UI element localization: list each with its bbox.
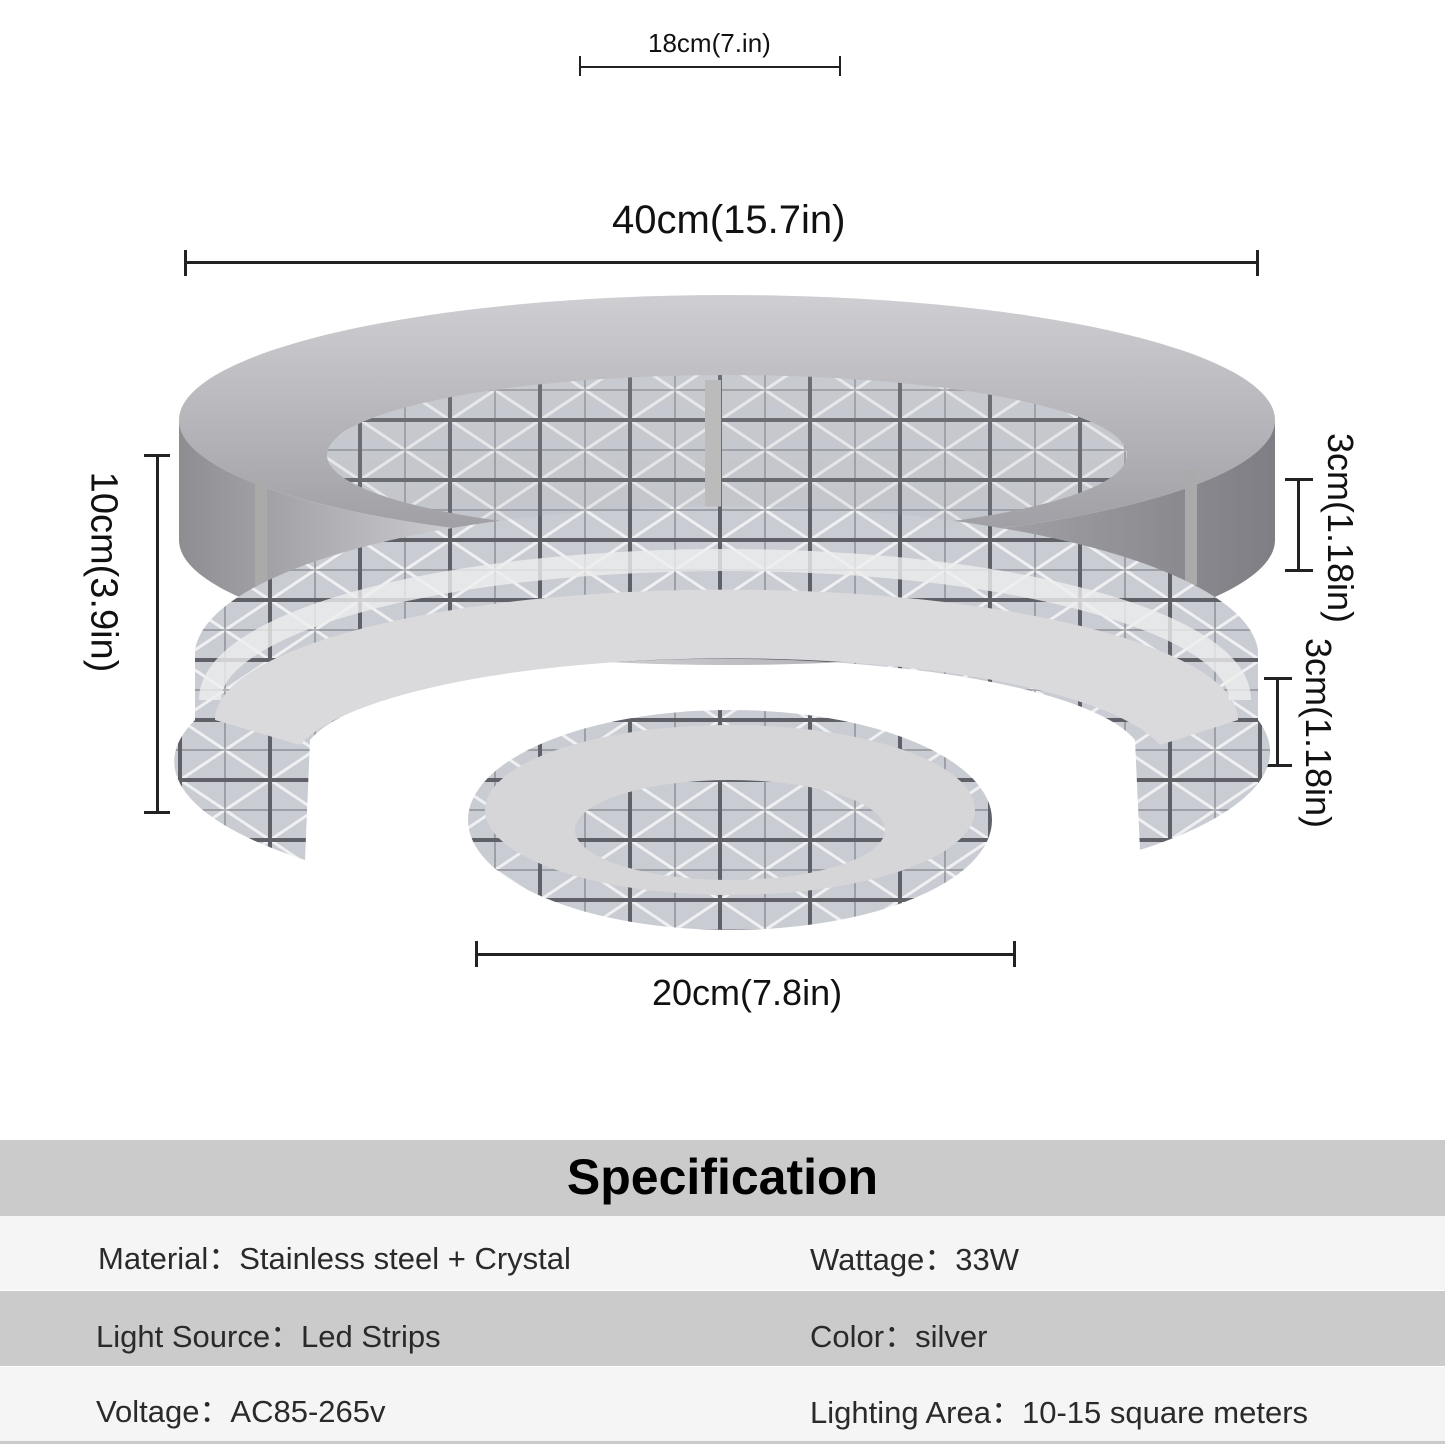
- lower-ring-line: [1276, 678, 1279, 766]
- spec-lighting-area: Lighting Area：10-15 square meters: [810, 1395, 1309, 1430]
- spec-header-band: [0, 1140, 1445, 1216]
- tick: [1013, 941, 1016, 967]
- tick: [1256, 250, 1259, 276]
- tick: [1285, 569, 1313, 572]
- tick: [1264, 677, 1292, 680]
- height-line: [156, 455, 159, 813]
- top-mount-dimension-label: 18cm(7.in): [648, 28, 771, 58]
- chandelier-image: [174, 295, 1275, 930]
- inner-width-line: [476, 953, 1015, 956]
- spec-material: Material：Stainless steel + Crystal: [98, 1241, 571, 1276]
- overall-width-line: [185, 261, 1258, 264]
- spec-row-band: [0, 1216, 1445, 1290]
- top-mount-dimension-line: [580, 66, 841, 68]
- tick: [144, 811, 170, 814]
- tick: [1285, 478, 1313, 481]
- tick: [184, 250, 187, 276]
- spec-row-band: [0, 1367, 1445, 1444]
- tick: [1264, 764, 1292, 767]
- spec-color: Color：silver: [810, 1319, 988, 1354]
- tick: [475, 941, 478, 967]
- spec-light-source: Light Source：Led Strips: [96, 1319, 441, 1354]
- tick: [144, 454, 170, 457]
- tick: [839, 56, 841, 76]
- inner-width-label: 20cm(7.8in): [652, 972, 843, 1013]
- overall-width-label: 40cm(15.7in): [612, 198, 846, 242]
- spec-title: Specification: [566, 1149, 879, 1205]
- upper-ring-line: [1297, 479, 1300, 570]
- spec-wattage: Wattage：33W: [810, 1242, 1020, 1277]
- tick: [579, 56, 581, 76]
- spec-voltage: Voltage：AC85-265v: [96, 1394, 386, 1429]
- spec-row-band: [0, 1291, 1445, 1366]
